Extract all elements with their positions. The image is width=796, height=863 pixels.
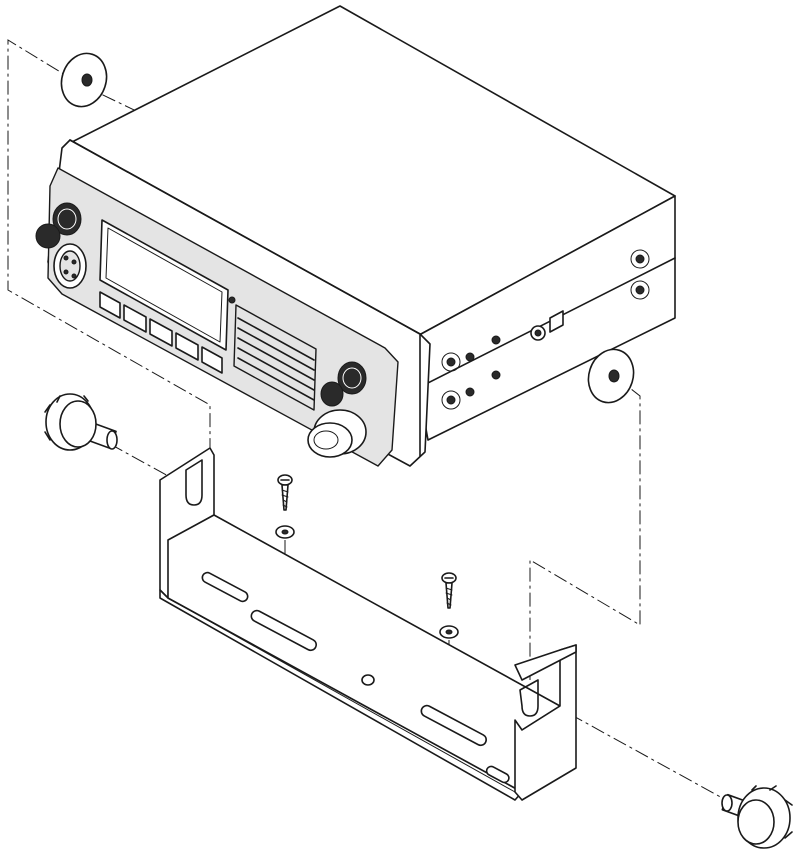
bracket-right-upright <box>514 644 577 801</box>
screw-left <box>277 474 293 511</box>
mic-connector <box>53 243 87 289</box>
thumb-knob-left <box>44 393 118 451</box>
washer-small-right <box>439 625 459 639</box>
mounting-bracket <box>159 447 577 801</box>
side-mounting-holes <box>441 249 650 410</box>
radio-display <box>99 219 229 351</box>
spacer-washer-right <box>587 348 635 404</box>
spacer-washer-left <box>60 52 108 108</box>
radio-front-buttons <box>99 291 223 374</box>
radio-unit <box>35 5 676 467</box>
radio-speaker-grille <box>228 296 317 411</box>
washer-small-left <box>275 525 295 539</box>
channel-knob <box>307 409 367 458</box>
volume-knob <box>35 202 82 249</box>
squelch-knob <box>320 361 367 407</box>
screw-right <box>441 572 457 609</box>
thumb-knob-right <box>721 785 793 849</box>
